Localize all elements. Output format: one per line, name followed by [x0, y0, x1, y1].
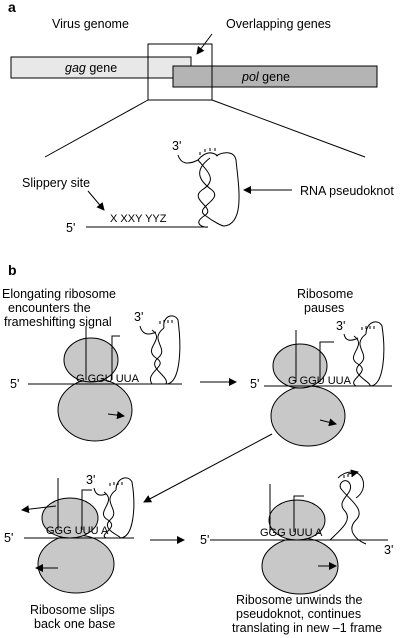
- step2-direction-arrow: [319, 418, 337, 427]
- panel-a-letter: a: [8, 0, 16, 15]
- a-base-pair-ticks: [199, 148, 216, 155]
- step-1: Elongating ribosome encounters the frame…: [2, 287, 182, 442]
- step2-trna-lines: [295, 330, 334, 382]
- step1-direction-arrow: [107, 411, 125, 420]
- slippery-site-label: Slippery site: [22, 176, 90, 190]
- step1-caption-line1: Elongating ribosome: [2, 287, 116, 301]
- step1-caption-line3: frameshifting signal: [4, 315, 112, 329]
- panel-b-letter: b: [8, 262, 17, 278]
- step2-small-subunit: [272, 343, 328, 389]
- slippery-sequence: X XXY YYZ: [110, 213, 167, 225]
- step1-tail: [139, 325, 157, 335]
- pseudoknot-label: RNA pseudoknot: [300, 184, 394, 198]
- pol-gene-bar: [172, 65, 378, 88]
- gag-gene-label: gag gene: [65, 61, 117, 75]
- step1-pseudoknot: [149, 315, 181, 385]
- zoom-line-left: [44, 99, 149, 158]
- step3-caption-line1: Ribosome slips: [30, 603, 115, 617]
- step3-three-prime: 3': [86, 473, 95, 487]
- slippery-site-arrow: [87, 190, 105, 211]
- overlapping-genes-label: Overlapping genes: [226, 17, 331, 31]
- step2-three-prime: 3': [336, 319, 345, 333]
- step2-five-prime: 5': [250, 377, 259, 391]
- step2-caption-line2: pauses: [304, 301, 344, 315]
- zoom-line-right: [211, 99, 366, 158]
- step3-sequence: GGG UUU A: [46, 525, 109, 537]
- arrow-step2-to-step3: [143, 433, 273, 503]
- step2-caption-line1: Ribosome: [297, 287, 353, 301]
- step3-large-subunit: [37, 534, 115, 594]
- step4-three-prime: 3': [384, 543, 393, 557]
- step1-caption-line2: encounters the: [8, 301, 91, 315]
- step4-caption-line2: pseudoknot, continues: [236, 607, 361, 621]
- step4-five-prime: 5': [200, 533, 209, 547]
- step2-tail: [343, 333, 359, 341]
- overlap-zoom-box: [147, 43, 213, 101]
- a-stem-strand-1: [197, 159, 211, 228]
- step1-five-prime: 5': [10, 377, 19, 391]
- a-stem-strand-2: [199, 152, 240, 227]
- step1-small-subunit: [63, 337, 119, 383]
- overlapping-genes-arrow: [196, 33, 213, 55]
- step4-loop: [337, 471, 365, 499]
- step4-base-pair-ticks: [343, 474, 353, 478]
- step3-tail: [93, 487, 107, 496]
- step4-unwinding-strand: [329, 480, 367, 545]
- step-4: 5' 3' GGG UUU A Ribosome unwinds the pse…: [200, 469, 393, 635]
- step2-large-subunit: [270, 385, 346, 447]
- panel-b: b Elongating ribosome encounters the fra…: [2, 262, 393, 635]
- a-three-prime: 3': [172, 139, 181, 153]
- panel-a: a Virus genome Overlapping genes gag gen…: [8, 0, 394, 235]
- step1-trna-lines: [85, 326, 120, 380]
- step2-base-pair-ticks: [361, 326, 375, 330]
- a-three-prime-tail: [177, 152, 219, 164]
- step3-base-pair-ticks: [109, 482, 123, 486]
- pol-gene-label: pol gene: [241, 70, 290, 84]
- step2-pseudoknot: [352, 321, 385, 387]
- step1-sequence: G GGU UUA: [76, 373, 140, 385]
- step3-five-prime: 5': [4, 531, 13, 545]
- step4-caption-line1: Ribosome unwinds the: [236, 593, 363, 607]
- step1-base-pair-ticks: [159, 320, 173, 324]
- step3-trna-lines: [57, 478, 92, 530]
- step3-slip-arrow: [21, 505, 57, 514]
- step3-caption-line2: back one base: [34, 617, 115, 631]
- step4-sequence: GGG UUU A: [260, 527, 323, 539]
- step1-large-subunit: [57, 378, 133, 442]
- step4-unwind-arrow: [347, 469, 359, 478]
- step1-three-prime: 3': [134, 310, 143, 324]
- virus-genome-label: Virus genome: [52, 17, 129, 31]
- a-five-prime: 5': [66, 221, 75, 235]
- step-2: Ribosome pauses 5' G GGU UUA 3': [250, 287, 392, 447]
- step3-pseudoknot: [102, 477, 135, 539]
- step4-caption-line3: translating in new –1 frame: [232, 621, 382, 635]
- step4-trna-lines: [269, 484, 304, 532]
- step-3: 5' GGG UUU A 3' Ribosome slips back one …: [4, 473, 135, 631]
